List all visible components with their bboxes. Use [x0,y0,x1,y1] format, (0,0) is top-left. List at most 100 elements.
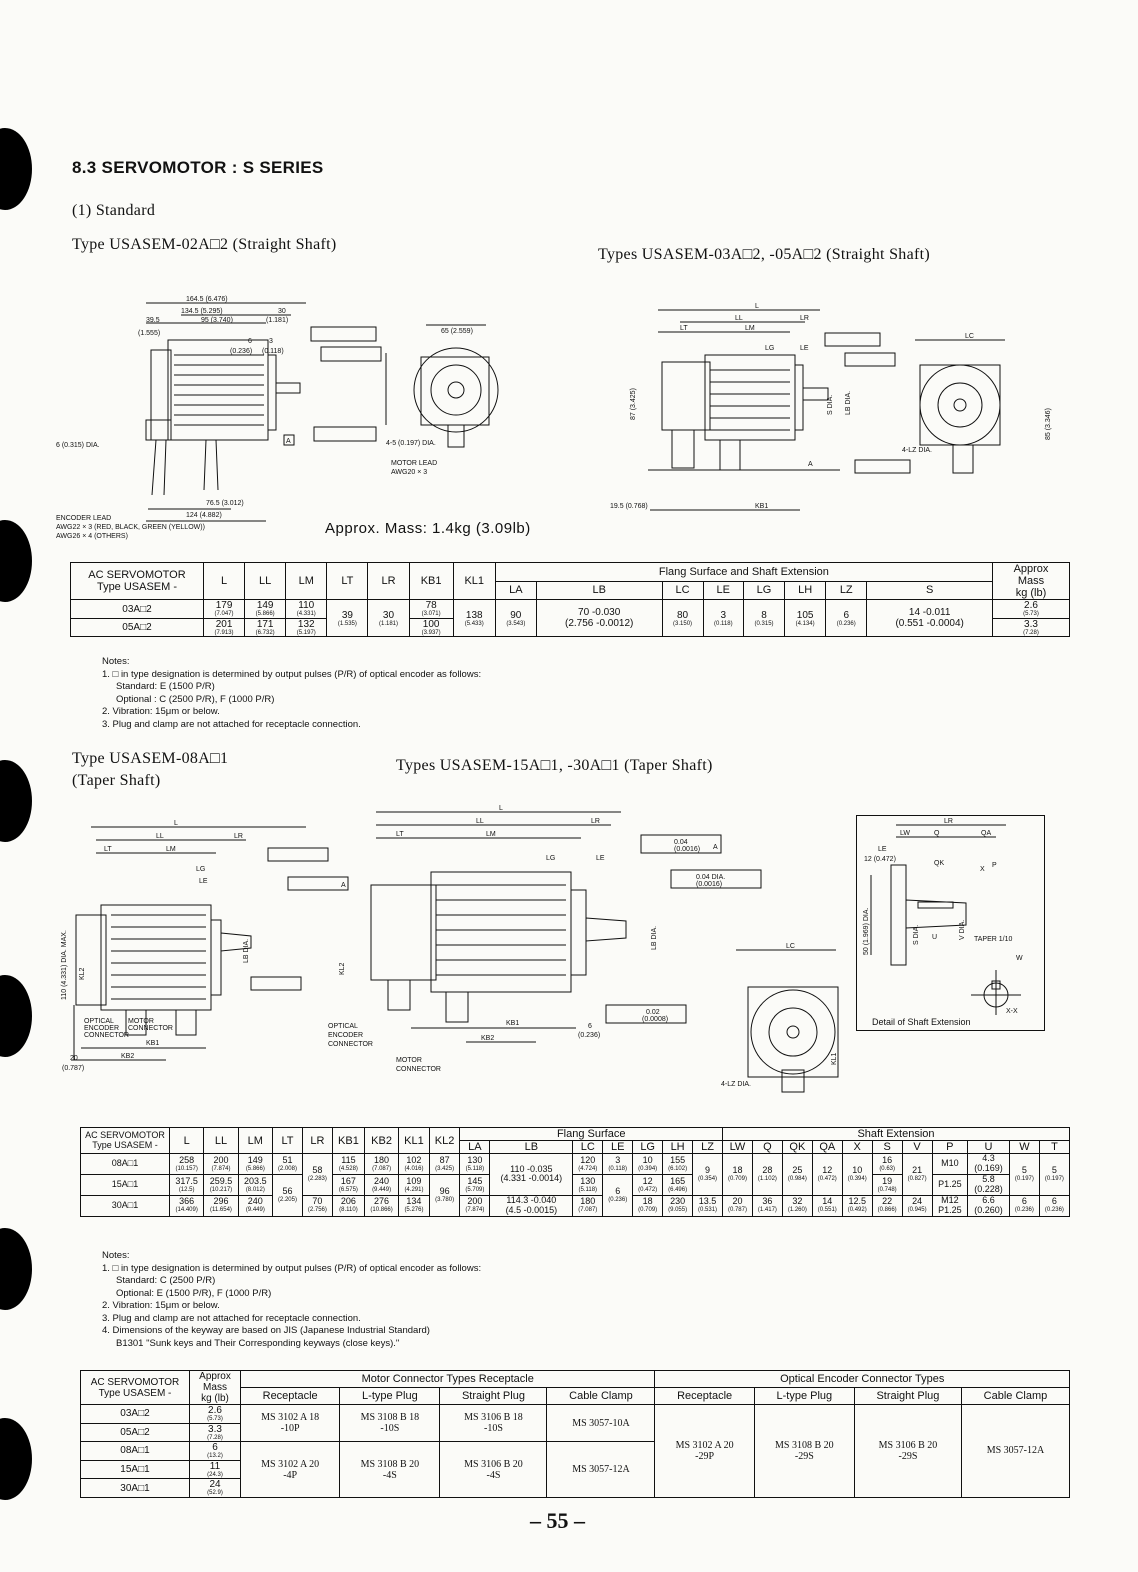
val: -10S [484,1423,503,1435]
val: 258 [179,1154,195,1165]
col-LL: LL [244,561,287,601]
col-group: Flang Surface [459,1126,723,1142]
col-P: P [931,1140,969,1155]
val: 70 -0.030 [578,607,621,619]
val: 165 [670,1175,686,1186]
dim-KL1: KL1 [831,1052,838,1065]
lead-label: AWG20 × 3 [391,469,427,476]
val: 24 [209,1479,221,1491]
dim-label: 85 (3.346) [1045,408,1052,440]
val: 3.3 [208,1423,222,1435]
lead-label: AWG26 × 4 (OTHERS) [56,533,128,540]
col-LB: LB [489,1140,574,1155]
val: -29S [898,1450,918,1462]
dim-V: V DIA. [959,920,966,940]
cell: MS 3108 B 18-10S [339,1403,441,1443]
val: 87 [439,1154,450,1165]
val-in: (3.071) [421,611,441,618]
caption-02a: Type USASEM-02A□2 (Straight Shaft) [72,236,337,253]
val-in: (8.110) [339,1207,358,1214]
val: 110 -0.035 [510,1163,553,1174]
col-LH: LH [784,580,827,601]
col-LW: LW [722,1140,753,1155]
conn-label: OPTICAL [328,1023,358,1030]
cell: MS 3102 A 20-29P [654,1404,755,1498]
val-in: (0.787) [727,1207,747,1214]
dim-label: (0.118) [262,348,284,355]
cell: 138(5.433) [452,599,496,638]
val-in: (0.551) [817,1207,837,1214]
val: 149 [247,1154,263,1165]
caption-15a-30a: Types USASEM-15A□1, -30A□1 (Taper Shaft) [396,757,713,774]
val: 3 [615,1154,621,1165]
val: 366 [179,1196,195,1207]
val-in: (0.236) [608,1196,628,1203]
val-in: (3.543) [506,620,526,627]
val: 5 [1021,1165,1027,1176]
col-LR: LR [367,561,410,601]
conn-label: MOTOR [128,1018,154,1025]
drawing-08a: L LL LR LT LM LG LE KB1 KB2 KL2 LB DIA. … [56,815,356,1075]
val: 8 [761,609,767,621]
note-line: B1301 "Sunk keys and Their Corresponding… [116,1337,400,1349]
cell: 96(3.780) [428,1173,461,1217]
val: 138 [465,609,483,621]
conn-label: CONNECTOR [84,1032,129,1039]
val: MS 3108 B 20 [360,1458,420,1470]
val-in: (7.28) [1023,629,1039,636]
col-l-type-plug: L-type Plug [753,1387,855,1405]
cell: 56(2.205) [271,1173,303,1217]
col-QK: QK [781,1140,813,1155]
cell: 132(5.197) [285,617,328,638]
val-in: (1.535) [337,620,357,627]
val: 16 [882,1154,893,1165]
val-in: (24.3) [207,1471,223,1478]
col-LH: LH [662,1140,694,1155]
tol-label: 0.02 [646,1009,660,1016]
cell: 110 -0.035(4.331 -0.0014) [489,1153,574,1196]
col-group: Flang Surface and Shaft Extension [494,562,994,582]
col-LT: LT [326,561,369,601]
conn-label: ENCODER [84,1025,119,1032]
cell: 2.6(5.73) [189,1404,241,1424]
note-line: 3. Plug and clamp are not attached for r… [102,1312,361,1324]
val-in: (6.496) [668,1186,688,1193]
dim-LB: LB DIA. [243,939,250,963]
cell: MS 3108 B 20-4S [339,1441,441,1498]
col-S: S [866,580,993,601]
val: 9 [705,1165,711,1176]
dim-LE: LE [878,846,887,853]
dim-KB1: KB1 [146,1040,159,1047]
val: 180 [374,1154,390,1165]
dim-label: 39.5 [146,317,160,324]
val: -4S [382,1469,397,1481]
col-KL1: KL1 [398,1126,430,1155]
cell: 25(0.984) [781,1153,813,1196]
head-line: Approx [1013,563,1049,575]
notes-1: Notes: 1. □ in type designation is deter… [102,656,481,731]
cell: 5.8(0.228) [967,1173,1010,1196]
dim-LG: LG [765,345,774,352]
val-in: (9.055) [668,1207,688,1214]
val: M12 [941,1194,959,1205]
cell-type: 08A□1 [80,1153,170,1175]
val: 39 [341,609,353,621]
cell: 240(9.449) [364,1173,400,1196]
val: 10 [852,1165,863,1176]
val: 130 [467,1154,483,1165]
col-LE: LE [602,1140,634,1155]
val: MS 3102 A 20 [261,1458,320,1470]
val-in: (2.205) [277,1196,297,1203]
val-in: (5.197) [296,629,316,636]
cell: MS 3102 A 20-4P [239,1441,341,1498]
table-row: 08A□1 6(13.2) MS 3102 A 20-4P MS 3108 B … [80,1441,1070,1498]
section-title: 8.3 SERVOMOTOR : S SERIES [72,158,324,177]
val-in: (0.472) [638,1186,658,1193]
dim-label: 4-5 (0.197) DIA. [386,440,436,447]
val-in: (1.417) [757,1207,777,1214]
val-in: (6.575) [338,1186,358,1193]
val-in: (4.331 -0.0014) [500,1173,563,1184]
